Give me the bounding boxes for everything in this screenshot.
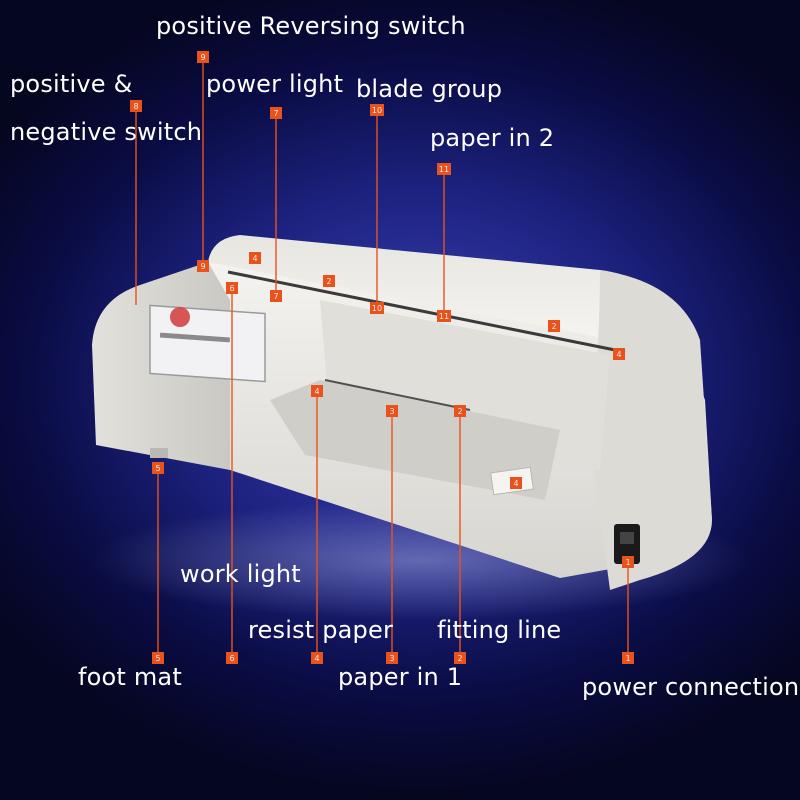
svg-text:4: 4 (252, 254, 257, 263)
control-panel (149, 304, 266, 383)
callout-badge-9: 9 (197, 51, 209, 63)
callout-badge-11: 11 (437, 163, 451, 175)
callout-badge-6: 6 (226, 652, 238, 664)
svg-text:9: 9 (200, 53, 205, 62)
callout-badge-5b: 5 (152, 652, 164, 664)
label-paper-in-1: paper in 1 (338, 663, 463, 691)
callout-badge-3: 3 (386, 652, 398, 664)
blade-slot (227, 270, 626, 354)
label-negative-switch: negative switch (10, 118, 203, 146)
svg-text:5: 5 (155, 464, 160, 473)
callout-badge-1b: 1 (622, 556, 634, 568)
label-fitting-line: fitting line (437, 616, 562, 644)
label-paper-in-2: paper in 2 (430, 124, 555, 152)
label-positive-reversing-switch: positive Reversing switch (156, 12, 466, 40)
foot (150, 448, 168, 458)
svg-text:9: 9 (200, 262, 205, 271)
callout-badge-5: 5 (152, 462, 164, 474)
label-work-light: work light (180, 560, 301, 588)
label-blade-group: blade group (356, 75, 503, 103)
label-resist-paper: resist paper (248, 616, 394, 644)
svg-text:7: 7 (273, 292, 278, 301)
svg-text:2: 2 (457, 654, 462, 663)
svg-text:2: 2 (551, 322, 556, 331)
callout-badge-2: 2 (454, 652, 466, 664)
machine-badge: 2 (548, 320, 560, 332)
svg-text:2: 2 (326, 277, 331, 286)
machine-badge: 6 (226, 282, 238, 294)
svg-text:3: 3 (389, 407, 394, 416)
machine-badge: 4 (311, 385, 323, 397)
fitting-rail (324, 379, 471, 411)
svg-text:1: 1 (625, 654, 630, 663)
machine-badges: 9 4 6 7 2 10 11 2 4 4 3 2 4 (197, 252, 625, 489)
svg-text:6: 6 (229, 654, 234, 663)
svg-text:10: 10 (372, 304, 382, 313)
svg-text:4: 4 (314, 654, 319, 663)
svg-text:5: 5 (155, 654, 160, 663)
machine-badge: 11 (437, 310, 451, 322)
svg-text:10: 10 (372, 106, 382, 115)
machine-badge: 4 (613, 348, 625, 360)
callout-badge-4: 4 (311, 652, 323, 664)
svg-text:8: 8 (133, 102, 138, 111)
svg-text:3: 3 (389, 654, 394, 663)
machine-badge: 4 (510, 477, 522, 489)
machine-badge: 10 (370, 302, 384, 314)
brand-logo (170, 307, 190, 327)
svg-text:4: 4 (616, 350, 621, 359)
svg-text:6: 6 (229, 284, 234, 293)
machine-badge: 2 (454, 405, 466, 417)
svg-text:4: 4 (314, 387, 319, 396)
label-power-connection: power connection (582, 673, 800, 701)
callout-badges: 9 8 7 10 11 5 5 6 4 3 2 1 1 (130, 51, 634, 664)
machine-badge: 7 (270, 290, 282, 302)
machine-badge: 9 (197, 260, 209, 272)
callout-badge-10: 10 (370, 104, 384, 116)
label-power-light: power light (206, 70, 344, 98)
callout-badge-7: 7 (270, 107, 282, 119)
svg-text:4: 4 (513, 479, 518, 488)
label-positive-and: positive & (10, 70, 133, 98)
label-foot-mat: foot mat (78, 663, 182, 691)
svg-text:7: 7 (273, 109, 278, 118)
machine-badge: 3 (386, 405, 398, 417)
machine-badge: 4 (249, 252, 261, 264)
leader-lines (135, 62, 629, 652)
callout-badge-1: 1 (622, 652, 634, 664)
svg-text:2: 2 (457, 407, 462, 416)
svg-text:11: 11 (439, 165, 449, 174)
svg-text:1: 1 (625, 558, 630, 567)
callout-badge-8: 8 (130, 100, 142, 112)
svg-text:11: 11 (439, 312, 449, 321)
machine-badge: 2 (323, 275, 335, 287)
